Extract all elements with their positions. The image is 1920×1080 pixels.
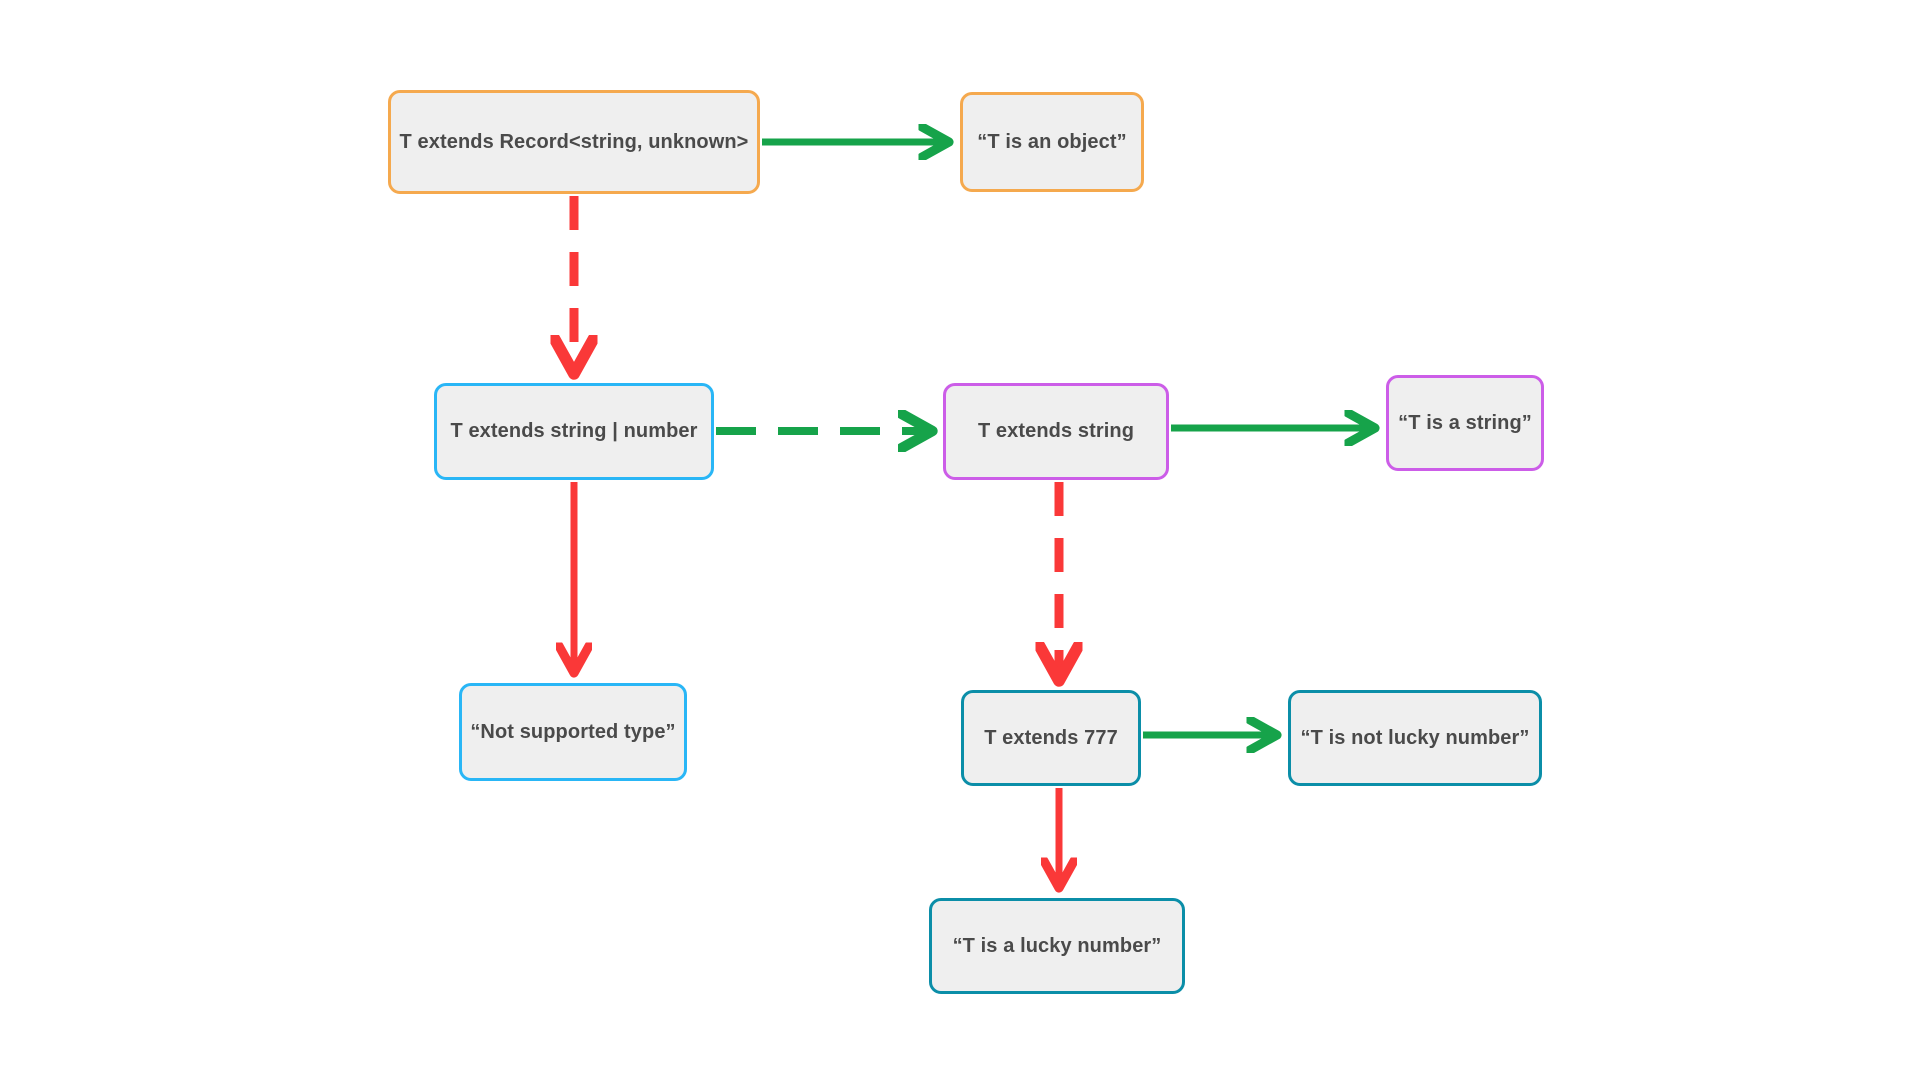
node-label: “Not supported type” <box>470 720 676 743</box>
node-label: T extends string <box>977 420 1135 442</box>
node-label: “T is not lucky number” <box>1300 726 1530 749</box>
node-t-is-an-object[interactable]: “T is an object” <box>960 92 1144 192</box>
node-not-supported-type[interactable]: “Not supported type” <box>459 683 687 781</box>
node-label: T extends 777 <box>984 726 1118 749</box>
node-t-extends-string-number[interactable]: T extends string | number <box>434 383 714 480</box>
node-label: “T is an object” <box>977 130 1127 153</box>
node-t-extends-777[interactable]: T extends 777 <box>961 690 1141 786</box>
node-label: “T is a string” <box>1398 411 1532 434</box>
node-t-is-a-lucky-number[interactable]: “T is a lucky number” <box>929 898 1185 994</box>
node-t-extends-record[interactable]: T extends Record<string, unknown> <box>388 90 760 194</box>
node-label: T extends Record<string, unknown> <box>399 130 749 153</box>
node-label: T extends string | number <box>450 420 698 442</box>
node-t-extends-string[interactable]: T extends string <box>943 383 1169 480</box>
node-t-is-a-string[interactable]: “T is a string” <box>1386 375 1544 471</box>
node-t-is-not-lucky-number[interactable]: “T is not lucky number” <box>1288 690 1542 786</box>
node-label: “T is a lucky number” <box>952 934 1162 957</box>
